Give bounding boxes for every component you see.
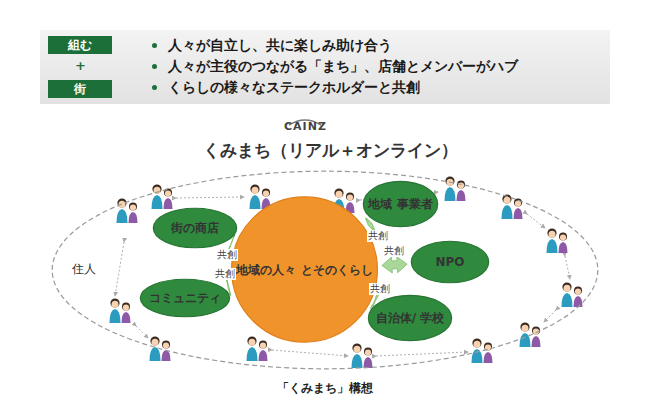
relation-dotted-line: [565, 256, 570, 279]
stakeholder-oval: 街の商店: [153, 208, 237, 248]
people-figure: [562, 282, 583, 307]
keyword-tag: 組む: [48, 36, 112, 54]
bullet-dot: [152, 64, 157, 69]
community-region: 住人 地域の人々 とそのくらし 街の商店コミュニティ 地域 事業者 NPO 自治体/ 学校: [50, 170, 600, 370]
people-figure: [250, 184, 271, 209]
stakeholder-oval: コミュニティ: [140, 279, 230, 317]
relation-dotted-line: [376, 352, 468, 356]
bullet-dot: [152, 43, 157, 48]
region-label: 住人: [72, 261, 96, 278]
people-figure: [445, 176, 466, 201]
edge-label: 共創: [367, 230, 389, 242]
plus-sign: +: [75, 59, 86, 73]
people-figure: [110, 298, 131, 323]
node-ellipse: [368, 295, 451, 340]
node-text: 地域の人々 とそのくらし: [236, 261, 372, 279]
node-ellipse: [363, 181, 437, 226]
people-figure: [352, 343, 373, 368]
node-ellipse: [411, 241, 488, 282]
node-ellipse: [232, 197, 378, 342]
node-ellipse: [52, 171, 598, 369]
node-text: 自治体/ 学校: [376, 312, 445, 325]
node-text: 街の商店: [171, 222, 219, 235]
bullet-text: 人々が主役のつながる「まち」、店舗とメンバーがハブ: [168, 57, 518, 75]
stakeholder-oval: 自治体/ 学校: [368, 295, 452, 341]
summary-panel: 人々が自立し、共に楽しみ助け合う人々が主役のつながる「まち」、店舗とメンバーがハ…: [40, 30, 610, 104]
node-ellipse: [153, 208, 236, 248]
tag-text: 組む: [68, 38, 92, 52]
diagram-title: くみまち（リアル＋オンライン）: [203, 140, 458, 161]
stakeholder-oval: 地域 事業者: [363, 181, 438, 227]
relation-dotted-line: [176, 197, 244, 198]
cocreation-arrow: [382, 257, 407, 273]
bullet-text: 人々が自立し、共に楽しみ助け合う: [168, 36, 392, 54]
relation-dotted-line: [272, 350, 348, 356]
edge-label: 共創: [383, 245, 405, 257]
relation-dotted-line: [115, 242, 124, 296]
node-ellipse: [140, 279, 229, 317]
relation-dotted-line: [527, 214, 545, 228]
edge-label: 共創: [214, 268, 236, 280]
node-text: コミュニティ: [149, 292, 221, 305]
edge-label: 共創: [216, 249, 238, 261]
node-text: NPO: [435, 256, 464, 269]
node-text: 地域 事業者: [368, 198, 432, 211]
people-figure: [547, 228, 568, 253]
relation-dotted-line: [136, 326, 148, 338]
diagram-caption: 「くみまち」構想: [277, 381, 373, 396]
logo-text: CAINZ: [284, 120, 327, 133]
center-circle: 地域の人々 とそのくらし: [231, 196, 378, 343]
stakeholder-oval: NPO: [411, 241, 489, 283]
edge-label: 共創: [369, 283, 391, 295]
people-figure: [152, 184, 173, 209]
bullet-dot: [152, 85, 157, 90]
relation-dotted-line: [544, 310, 556, 322]
people-figure: [472, 338, 493, 363]
tag-text: 街: [74, 82, 86, 96]
people-figure: [247, 336, 268, 361]
bullet-text: くらしの様々なステークホルダーと共創: [168, 78, 420, 96]
keyword-tag: 街: [48, 80, 112, 98]
